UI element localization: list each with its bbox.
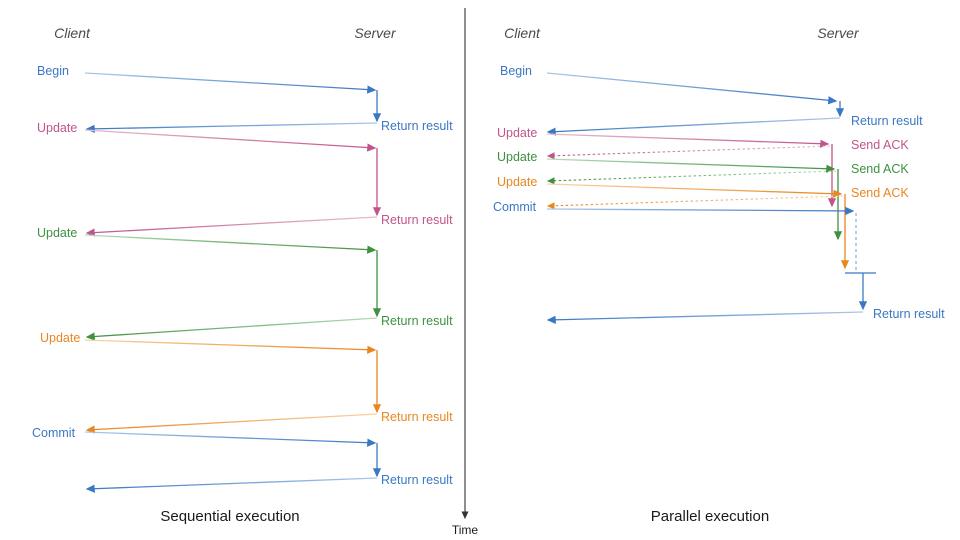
label-update-3: Update xyxy=(40,331,80,345)
arrow-update2-response xyxy=(85,317,378,341)
caption-parallel: Parallel execution xyxy=(651,508,769,525)
arrow-p-update3-ack xyxy=(546,195,844,210)
time-axis: Time xyxy=(452,8,479,537)
label-return-result-commit: Return result xyxy=(381,473,453,487)
panel-sequential: Client Server Begin Return result Update… xyxy=(32,25,453,525)
arrow-p-update1-request xyxy=(546,133,830,148)
label-p-begin: Begin xyxy=(500,64,532,78)
caption-sequential: Sequential execution xyxy=(160,508,299,525)
label-p-return-result-commit: Return result xyxy=(873,307,945,321)
label-return-result-update2: Return result xyxy=(381,314,453,328)
arrow-p-update2-ack xyxy=(546,170,837,185)
parallel-exchange-commit: Commit Return result xyxy=(493,200,945,324)
parallel-exchange-update-1: Update Send ACK xyxy=(497,126,909,208)
label-p-send-ack-1: Send ACK xyxy=(851,138,909,152)
sequential-client-header: Client xyxy=(54,25,91,41)
arrow-update1-request xyxy=(84,129,377,152)
arrow-p-begin-response xyxy=(546,117,841,136)
time-axis-label: Time xyxy=(452,523,479,537)
label-p-return-result-begin: Return result xyxy=(851,114,923,128)
arrow-update3-request xyxy=(84,339,377,354)
label-return-result-update1: Return result xyxy=(381,213,453,227)
label-p-update-1: Update xyxy=(497,126,537,140)
label-p-update-3: Update xyxy=(497,175,537,189)
parallel-exchange-update-2: Update Send ACK xyxy=(497,150,909,241)
label-p-send-ack-3: Send ACK xyxy=(851,186,909,200)
parallel-server-header: Server xyxy=(817,25,860,41)
sequential-exchange-update-3: Update Return result xyxy=(40,331,453,434)
arrow-p-begin-request xyxy=(546,72,838,105)
arrow-update1-response xyxy=(85,216,378,237)
arrow-p-commit-response xyxy=(546,311,864,324)
label-return-result-update3: Return result xyxy=(381,410,453,424)
arrow-update2-request xyxy=(84,234,377,254)
arrow-begin-request xyxy=(84,72,377,94)
arrow-commit-request xyxy=(84,431,377,447)
arrow-update3-response xyxy=(85,413,378,434)
parallel-client-header: Client xyxy=(504,25,541,41)
arrow-p-commit-request xyxy=(546,206,855,216)
sequential-exchange-commit: Commit Return result xyxy=(32,426,453,493)
sequential-server-header: Server xyxy=(354,25,397,41)
parallel-exchange-begin: Begin Return result xyxy=(500,64,923,136)
arrow-p-update1-ack xyxy=(546,145,831,160)
panel-parallel: Client Server Begin Return result Update… xyxy=(493,25,945,525)
label-commit: Commit xyxy=(32,426,76,440)
parallel-exchange-update-3: Update Send ACK xyxy=(497,175,909,270)
sequential-exchange-begin: Begin Return result xyxy=(37,64,453,133)
arrow-commit-response xyxy=(85,477,378,493)
label-return-result-begin: Return result xyxy=(381,119,453,133)
arrow-p-update2-request xyxy=(546,158,836,173)
sequential-exchange-update-2: Update Return result xyxy=(37,226,453,341)
label-p-send-ack-2: Send ACK xyxy=(851,162,909,176)
arrow-begin-response xyxy=(85,122,378,133)
sequential-exchange-update-1: Update Return result xyxy=(37,121,453,237)
label-p-update-2: Update xyxy=(497,150,537,164)
arrow-p-update3-request xyxy=(546,183,843,198)
label-p-commit: Commit xyxy=(493,200,537,214)
label-begin: Begin xyxy=(37,64,69,78)
label-update-1: Update xyxy=(37,121,77,135)
label-update-2: Update xyxy=(37,226,77,240)
